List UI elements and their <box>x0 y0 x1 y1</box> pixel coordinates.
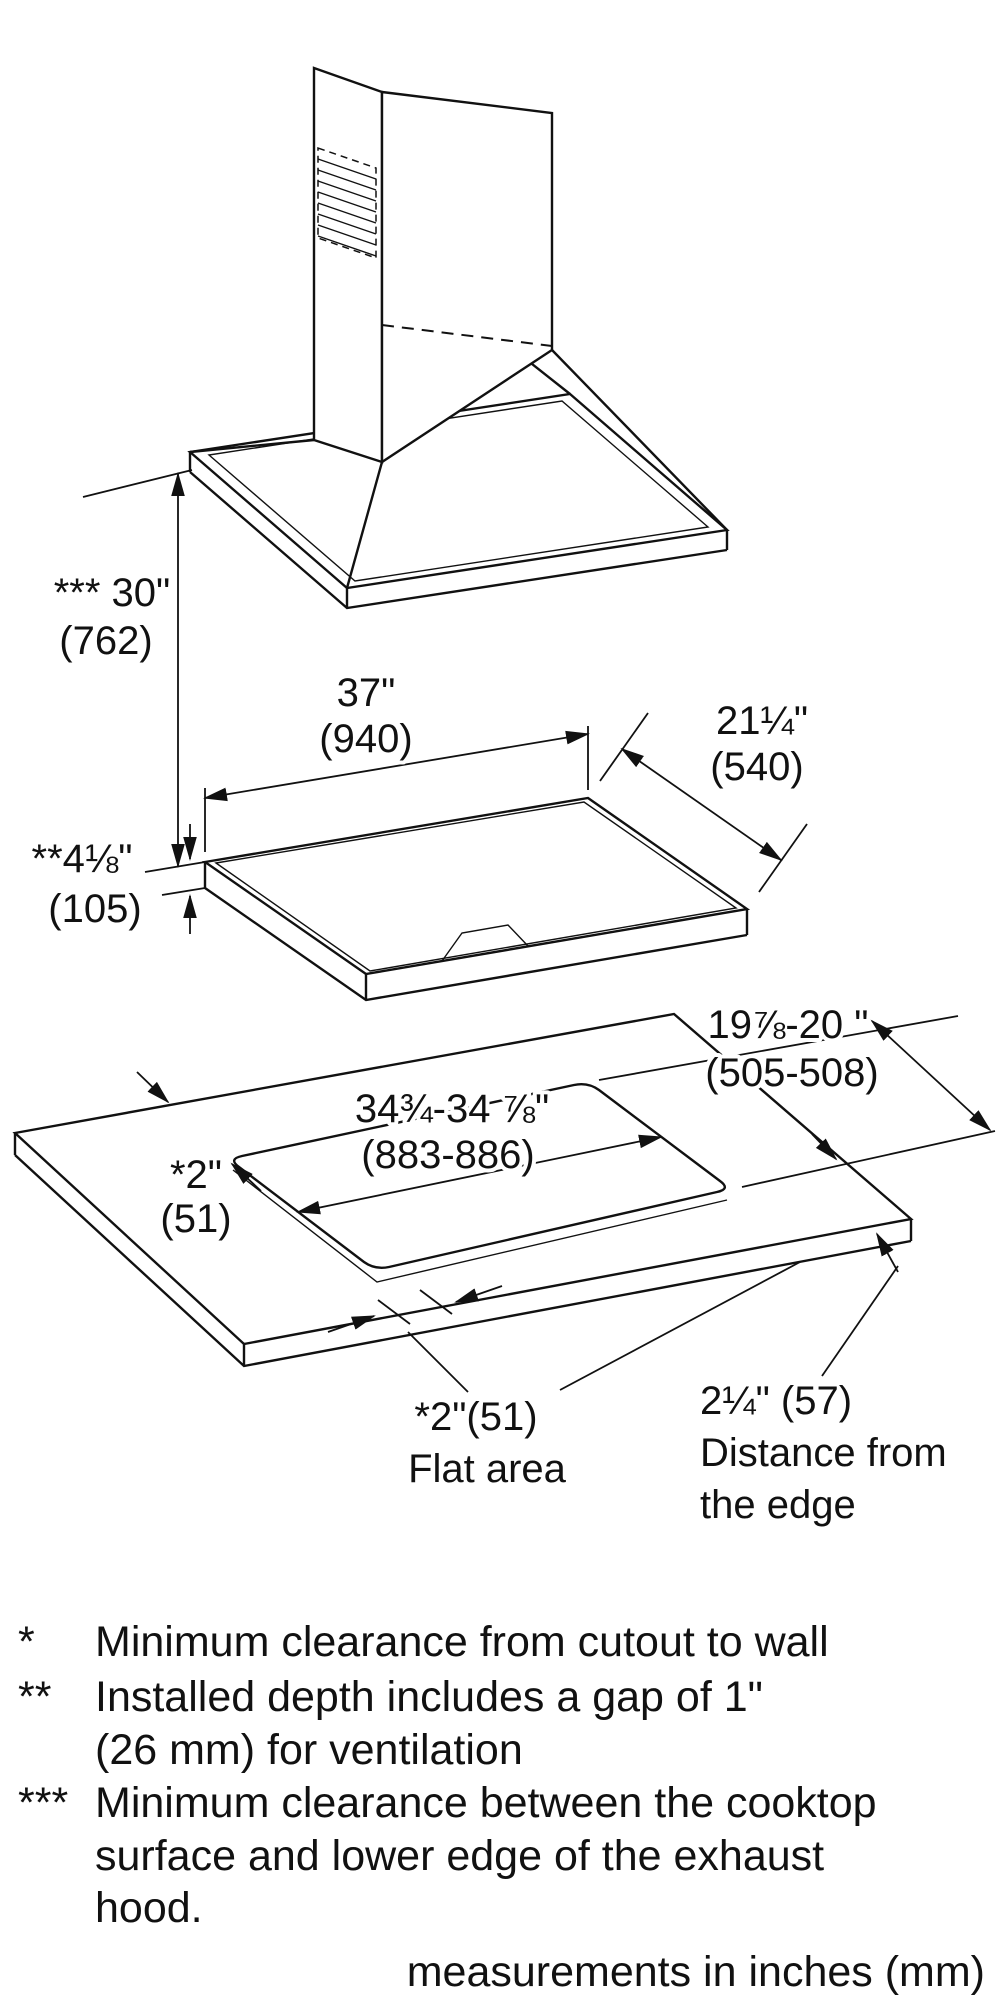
edge-distance-arrow-upper <box>811 1133 838 1161</box>
label-wall-clearance-in: *2" <box>170 1153 222 1197</box>
label-edge-distance-line1: Distance from <box>700 1431 947 1475</box>
vent-grille-hatch <box>317 158 377 257</box>
label-cooktop-depth-mm: (540) <box>710 745 803 789</box>
flat-area-leader-2 <box>559 1261 801 1391</box>
label-cutout-depth-mm: (505-508) <box>705 1051 878 1095</box>
label-cooktop-depth-in: 21¼" <box>716 699 808 743</box>
cooktop-frame-inner-line <box>214 801 738 972</box>
label-thickness-in: **4⅛" <box>32 837 133 881</box>
flat-area-tick-1 <box>377 1299 411 1325</box>
vent-grille-outline <box>317 146 377 260</box>
label-cutout-width-mm: (883-886) <box>361 1133 534 1177</box>
edge-distance-arrow-lower <box>876 1232 899 1273</box>
flat-area-tick-2 <box>419 1289 453 1315</box>
hood-canopy-edges <box>189 329 728 589</box>
cooktop-surface-extension-line <box>144 861 206 873</box>
cooktop-drawing <box>201 796 751 1002</box>
label-flat-area-text: Flat area <box>408 1447 567 1491</box>
footnote-2-line1: Installed depth includes a gap of 1" <box>95 1673 763 1721</box>
chimney-right-face <box>380 90 554 465</box>
footnote-3-line1: Minimum clearance between the cooktop <box>95 1779 877 1827</box>
footnotes: * Minimum clearance from cutout to wall … <box>14 1614 989 2000</box>
depth-21-extension-front <box>758 823 808 893</box>
edge-distance-leader <box>821 1265 899 1377</box>
flat-area-arrow-left <box>327 1315 376 1333</box>
flat-area-arrow-right <box>454 1285 503 1303</box>
dimension-lines <box>82 469 992 1393</box>
label-wall-clearance-mm: (51) <box>160 1197 231 1241</box>
label-cutout-width-in: 34¾-34 ⅞" <box>355 1087 549 1131</box>
cutout-width-dimension-line <box>296 1134 663 1215</box>
footnote-2-line2: (26 mm) for ventilation <box>95 1726 523 1774</box>
footnote-2-marker: ** <box>18 1673 52 1721</box>
footnote-1-text: Minimum clearance from cutout to wall <box>95 1618 829 1666</box>
footnote-3-marker: *** <box>18 1779 68 1827</box>
label-edge-distance-value: 2¼" (57) <box>700 1379 852 1423</box>
label-cooktop-width-in: 37" <box>337 671 396 715</box>
label-hood-height-mm: (762) <box>59 619 152 663</box>
chimney-joint-dashed-line <box>381 324 553 347</box>
footnote-1-marker: * <box>18 1618 35 1666</box>
clearance-2-arrow-outer <box>136 1071 170 1104</box>
cutout-front-edge-extension-line <box>741 1130 996 1188</box>
label-edge-distance-line2: the edge <box>700 1483 856 1527</box>
hood-rim-outline <box>187 392 730 590</box>
cooktop-front-notch <box>441 924 529 962</box>
label-flat-area-value: *2"(51) <box>414 1395 537 1439</box>
label-cutout-depth-in: 19⅞-20 " <box>708 1003 869 1047</box>
clearance-2-arrow-inner <box>230 1162 262 1192</box>
footnote-3-line2: surface and lower edge of the exhaust <box>95 1832 824 1880</box>
depth-21-dimension-line <box>620 747 783 862</box>
countertop-side-band <box>13 1133 913 1368</box>
cutout-depth-inner-line <box>232 1169 728 1283</box>
units-note: measurements in inches (mm) <box>407 1948 985 1996</box>
cooktop-bottom-extension-line <box>161 887 206 896</box>
label-cooktop-width-mm: (940) <box>319 717 412 761</box>
width-37-dimension-line <box>203 730 590 802</box>
flat-area-leader-1 <box>407 1331 469 1393</box>
dimension-labels: *** 30" (762) 37" (940) 21¼" (540) **4⅛"… <box>28 567 951 1531</box>
range-hood-drawing <box>187 66 730 610</box>
hood-rim-band <box>188 452 729 610</box>
hood-bottom-extension-line <box>82 469 193 498</box>
depth-21-extension-back <box>599 712 649 782</box>
footnote-3-line3: hood. <box>95 1884 203 1932</box>
cutout-depth-dimension-line <box>870 1019 992 1132</box>
chimney-left-face <box>312 66 384 464</box>
label-thickness-mm: (105) <box>48 887 141 931</box>
cooktop-top-face <box>201 796 751 976</box>
label-hood-height-in: *** 30" <box>54 571 171 615</box>
cooktop-side-band <box>203 862 749 1002</box>
